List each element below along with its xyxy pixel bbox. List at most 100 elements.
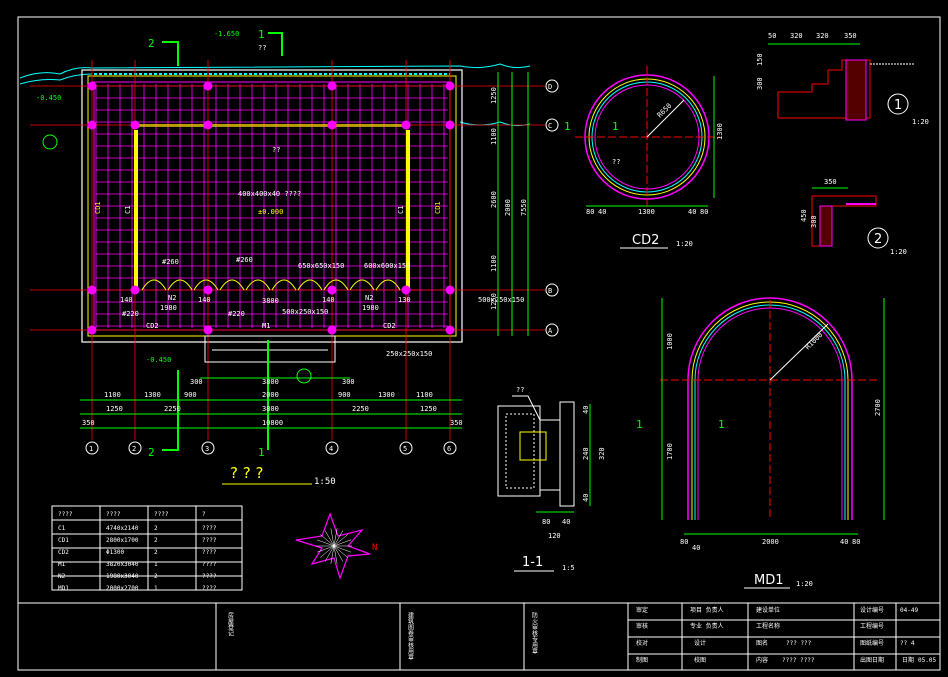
tb-role-1: 审核 xyxy=(636,622,648,630)
floor-elevation: ±0.000 xyxy=(258,208,283,216)
axis-bubble xyxy=(399,441,413,455)
right-dim-label: 2600 xyxy=(490,191,498,208)
dim-entrance-300-a: 300 xyxy=(190,378,203,386)
schedule-cell: 2 xyxy=(154,573,158,580)
section-jamb xyxy=(559,401,575,507)
dim-row1-label: 1100 xyxy=(416,391,433,399)
arch-segment xyxy=(193,279,219,291)
axis-bubble-label: D xyxy=(548,83,552,91)
section-cut-1-top xyxy=(268,32,283,56)
cd2-dim-width: 1300 xyxy=(638,208,655,216)
section-mark-1-bottom: 1 xyxy=(258,446,265,459)
axis-bubble-label: 5 xyxy=(403,445,407,453)
detail1-dim-320-b: 320 xyxy=(816,32,829,40)
section-mark-2-top: 2 xyxy=(148,37,155,50)
dim-140-a: 140 xyxy=(120,296,133,304)
detail2-number: 2 xyxy=(874,232,882,247)
axis-bubble xyxy=(545,118,559,132)
tb-role-3: 制图 xyxy=(636,656,648,664)
schedule-cell: ???? xyxy=(202,585,217,592)
schedule-cell: CD1 xyxy=(58,537,69,544)
schedule-cell: 2000x2700 xyxy=(106,585,139,592)
plan-title: ? ? ? xyxy=(230,464,263,482)
column-dot xyxy=(327,285,337,295)
md1-section-1-right: 1 xyxy=(718,418,725,431)
schedule-cell: C1 xyxy=(58,525,66,532)
north-ray xyxy=(333,528,338,547)
md1-dim-width: 2000 xyxy=(762,538,779,546)
detail1-vdim-300: 300 xyxy=(756,77,764,90)
tb-date-value: 05.05 xyxy=(918,657,936,664)
right-dim-total: 7550 xyxy=(520,199,528,216)
arch-segment xyxy=(141,279,167,291)
right-dim-label: 1100 xyxy=(490,255,498,272)
north-ray xyxy=(333,545,348,558)
schedule-header: ???? xyxy=(58,511,73,518)
label-cd1-right: CD1 xyxy=(434,201,442,214)
section-1-1: ?? 80 40 120 40 240 320 40 1-1 1:5 xyxy=(497,386,606,572)
axis-bubble xyxy=(128,441,142,455)
sheet-border xyxy=(17,16,941,671)
arch-segment xyxy=(271,279,297,291)
elevation-bottom: -0.450 xyxy=(146,356,171,364)
axis-bubble xyxy=(545,283,559,297)
axis-bubble-label: B xyxy=(548,287,552,295)
arch-segment xyxy=(323,279,349,291)
label-cd2-right: CD2 xyxy=(383,322,396,330)
md1-dim-1700: 1700 xyxy=(666,443,674,460)
dim-500-right: 500x250x150 xyxy=(478,296,524,304)
schedule-cell: 2 xyxy=(154,537,158,544)
section-dim-40-bottom: 40 xyxy=(582,494,590,502)
detail1-hatch xyxy=(845,59,867,121)
schedule-cell: CD2 xyxy=(58,549,69,556)
dim-140-c: 140 xyxy=(322,296,335,304)
tb-date-label: 出图日期 xyxy=(860,656,884,664)
north-ray xyxy=(333,534,348,547)
schedule-cell: ???? xyxy=(202,525,217,532)
column-dot xyxy=(401,285,411,295)
terrain-line xyxy=(19,73,93,85)
label-cd2-left: CD2 xyxy=(146,322,159,330)
dim-140-b: 140 xyxy=(198,296,211,304)
schedule-header: ? xyxy=(202,511,206,518)
north-ray xyxy=(333,545,338,564)
detail1-dim-350: 350 xyxy=(844,32,857,40)
axis-bubble-label: C xyxy=(548,122,552,130)
north-ray xyxy=(317,545,335,553)
label-n2-right: N2 xyxy=(365,294,373,302)
md1-radius-line xyxy=(769,323,829,381)
tb-sheet-label: 图纸编号 xyxy=(860,639,884,647)
cd2-section-1-left: 1 xyxy=(564,120,571,133)
schedule-cell: 2 xyxy=(154,549,158,556)
tb-sheet-value: ?? 4 xyxy=(900,640,915,647)
dim-220-a: #220 xyxy=(122,310,139,318)
section-cut-2-bottom xyxy=(162,370,179,451)
arch-segment xyxy=(245,279,271,291)
section-dim-240: 240 xyxy=(582,447,590,460)
dim-3800-inner: 3800 xyxy=(262,297,279,305)
schedule-cell: 1 xyxy=(154,561,158,568)
md1-section-1-left: 1 xyxy=(636,418,643,431)
axis-bubble xyxy=(545,79,559,93)
dim-650: 650x650x150 xyxy=(298,262,344,270)
md1-dim-1000: 1000 xyxy=(666,333,674,350)
section-frame xyxy=(539,419,561,491)
detail2-bubble xyxy=(867,227,889,249)
section-dim-320: 320 xyxy=(598,447,606,460)
column-dot xyxy=(130,285,140,295)
column-dot xyxy=(203,81,213,91)
axis-bubble xyxy=(201,441,215,455)
axis-bubble-label: 2 xyxy=(132,445,136,453)
dim-row2-label: 1250 xyxy=(106,405,123,413)
cd2-dim-80-left: 80 xyxy=(586,208,594,216)
dim-row2-label: 2250 xyxy=(352,405,369,413)
elevation-top: -1.650 xyxy=(214,30,239,38)
north-ray xyxy=(333,545,351,553)
tb-content-value: ???? ???? xyxy=(782,657,815,664)
section-hatch xyxy=(505,413,535,489)
label-n2-left: N2 xyxy=(168,294,176,302)
